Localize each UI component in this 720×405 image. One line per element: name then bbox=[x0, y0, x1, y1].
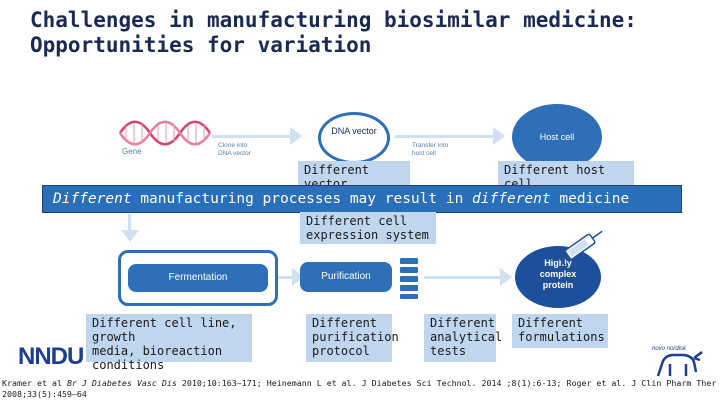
clone-label-line-2: DNA vector bbox=[218, 150, 251, 157]
analytical-label-line-2: analytical bbox=[430, 330, 503, 344]
nndu-logo: NNDU bbox=[18, 343, 84, 371]
analytical-label-line-3: tests bbox=[430, 344, 467, 358]
formulations-label-line-2: formulations bbox=[518, 330, 605, 344]
purification-box: Purification bbox=[300, 262, 392, 292]
cell-expression-line-2: expression system bbox=[306, 228, 429, 242]
references-footer: Kramer et al Br J Diabetes Vasc Dis 2010… bbox=[2, 378, 718, 400]
cell-line-line-1: Different cell line, growth bbox=[92, 316, 237, 344]
protein-label: Highly complex protein bbox=[515, 258, 601, 291]
banner-part-1: Different bbox=[53, 191, 132, 207]
arrow-head-2 bbox=[493, 127, 505, 145]
protein-label-line-3: protein bbox=[542, 280, 574, 290]
title-line-1: Challenges in manufacturing biosimilar m… bbox=[30, 8, 637, 32]
reference-line-2: 2008;33(5):459–64 bbox=[2, 389, 87, 399]
arrow-head-4 bbox=[500, 268, 512, 286]
label-different-formulations: Different formulations bbox=[512, 314, 608, 348]
syringe-icon bbox=[556, 230, 603, 266]
novo-nordisk-wordmark: novo nordisk bbox=[652, 346, 687, 352]
slide-title: Challenges in manufacturing biosimilar m… bbox=[30, 8, 710, 58]
dna-vector-label: DNA vector bbox=[331, 126, 377, 136]
analytical-label-line-1: Different bbox=[430, 316, 496, 330]
nndu-logo-text: NNDU bbox=[18, 343, 84, 370]
analytical-tests-icon bbox=[400, 258, 418, 299]
arrow-ferment-to-purify bbox=[278, 276, 296, 279]
banner-part-4: medicine bbox=[550, 191, 630, 207]
gene-label: Gene bbox=[122, 147, 142, 156]
arrow-gene-to-vector bbox=[212, 135, 292, 138]
purification-label-line-2: purification bbox=[312, 330, 399, 344]
cell-expression-line-1: Different cell bbox=[306, 214, 408, 228]
label-different-analytical: Different analytical tests bbox=[424, 314, 503, 362]
formulations-label-line-1: Different bbox=[518, 316, 584, 330]
purification-label-line-3: protocol bbox=[312, 344, 370, 358]
protein-label-line-2: complex bbox=[539, 269, 577, 279]
ref-part-b: 2010;10:163–171; Heinemann L et al. J Di… bbox=[176, 378, 717, 388]
label-different-cell-line: Different cell line, growth media, biore… bbox=[86, 314, 252, 372]
down-arrow-head bbox=[121, 230, 139, 242]
label-different-cell-expression: Different cell expression system bbox=[300, 212, 436, 244]
protein-label-line-1: Highly bbox=[544, 258, 572, 268]
arrow-head-1 bbox=[290, 127, 302, 145]
title-line-2: Opportunities for variation bbox=[30, 33, 372, 57]
banner-part-3: different bbox=[472, 191, 551, 207]
clone-label-line-1: Clone into bbox=[218, 142, 248, 149]
key-message-banner: Different manufacturing processes may re… bbox=[42, 185, 682, 213]
transfer-label-line-1: Transfer into bbox=[412, 142, 449, 149]
ref-journal: Br J Diabetes Vasc Dis bbox=[66, 378, 177, 388]
purification-label-line-1: Different bbox=[312, 316, 378, 330]
label-different-purification: Different purification protocol bbox=[306, 314, 399, 362]
arrow-vector-to-host bbox=[395, 135, 495, 138]
cell-line-line-2: media, bioreaction bbox=[92, 344, 223, 358]
reference-line-1: Kramer et al Br J Diabetes Vasc Dis 2010… bbox=[2, 378, 718, 389]
banner-part-2: manufacturing processes may result in bbox=[131, 191, 473, 207]
novo-nordisk-logo: novo nordisk bbox=[652, 346, 703, 377]
transfer-label-line-2: host cell bbox=[412, 150, 436, 157]
clone-label: Clone into DNA vector bbox=[218, 142, 251, 158]
connector-line bbox=[128, 214, 131, 232]
cell-line-line-3: conditions bbox=[92, 358, 165, 372]
fermentation-box: Fermentation bbox=[128, 264, 268, 292]
transfer-label: Transfer into host cell bbox=[412, 142, 448, 158]
host-cell-label: Host cell bbox=[539, 132, 575, 142]
arrow-to-protein bbox=[424, 276, 502, 279]
host-cell-circle bbox=[512, 104, 602, 170]
dna-helix-icon bbox=[118, 120, 212, 146]
ref-part-a: Kramer et al bbox=[2, 378, 67, 388]
dna-vector-circle bbox=[318, 112, 390, 164]
